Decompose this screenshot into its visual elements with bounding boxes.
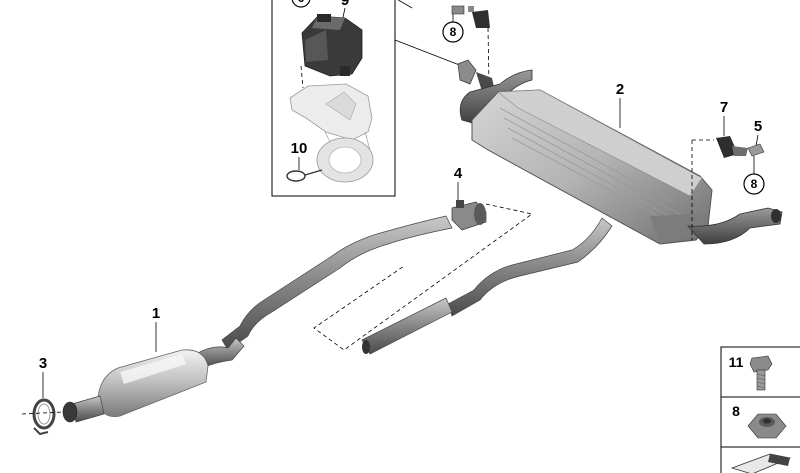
legend-number-bolt: 11 <box>729 354 744 370</box>
spring-clip <box>286 169 323 182</box>
legend-item-partial <box>720 446 800 473</box>
ring-callout-top <box>442 21 464 43</box>
callout-7: 7 <box>720 99 728 116</box>
front-pipe-catalytic-converter: 1 <box>62 305 245 423</box>
callout-inset-top: 9 <box>341 0 349 9</box>
inlet-flange <box>62 401 78 423</box>
exhaust-flap-actuator <box>301 14 363 77</box>
dashed-assembly-outline <box>313 203 533 351</box>
bolt-icon <box>749 355 773 391</box>
rear-hanger-upper: 8 <box>442 5 496 98</box>
leader-5 <box>755 134 759 147</box>
ring-callout-inset <box>291 0 311 8</box>
dashed-gasket-line <box>21 411 65 415</box>
inset-leader-line-top <box>397 0 413 9</box>
legend-item-nut: 8 <box>720 396 800 448</box>
dashed-hanger-line <box>487 27 490 86</box>
rear-hanger-right: 7 5 8 <box>691 99 765 240</box>
inset-leader-line <box>394 39 463 67</box>
ring-callout-right-label: 8 <box>751 177 758 191</box>
detail-inset: 6 9 10 <box>271 0 463 197</box>
callout-5: 5 <box>754 118 762 135</box>
center-pipe-and-clamp: 4 <box>221 165 533 355</box>
callout-1: 1 <box>152 305 160 322</box>
gasket-clamp: 3 <box>21 355 65 436</box>
callout-2: 2 <box>616 81 624 98</box>
callout-10: 10 <box>291 140 308 157</box>
fastener-legend: 11 8 <box>720 346 800 473</box>
callout-3: 3 <box>39 355 47 372</box>
rear-muffler: 2 <box>447 69 783 317</box>
ring-callout-right <box>743 173 765 195</box>
inset-frame <box>271 0 396 197</box>
flap-valve-housing <box>289 83 374 183</box>
nut-icon <box>747 413 787 439</box>
ring-callout-inset-label: 6 <box>298 0 305 5</box>
legend-item-bolt: 11 <box>720 346 800 398</box>
callout-4: 4 <box>454 165 463 182</box>
pipe-clamp <box>451 200 487 231</box>
ring-callout-top-label: 8 <box>450 25 457 39</box>
dashed-leader-actuator <box>300 65 304 89</box>
legend-number-nut: 8 <box>732 403 740 419</box>
